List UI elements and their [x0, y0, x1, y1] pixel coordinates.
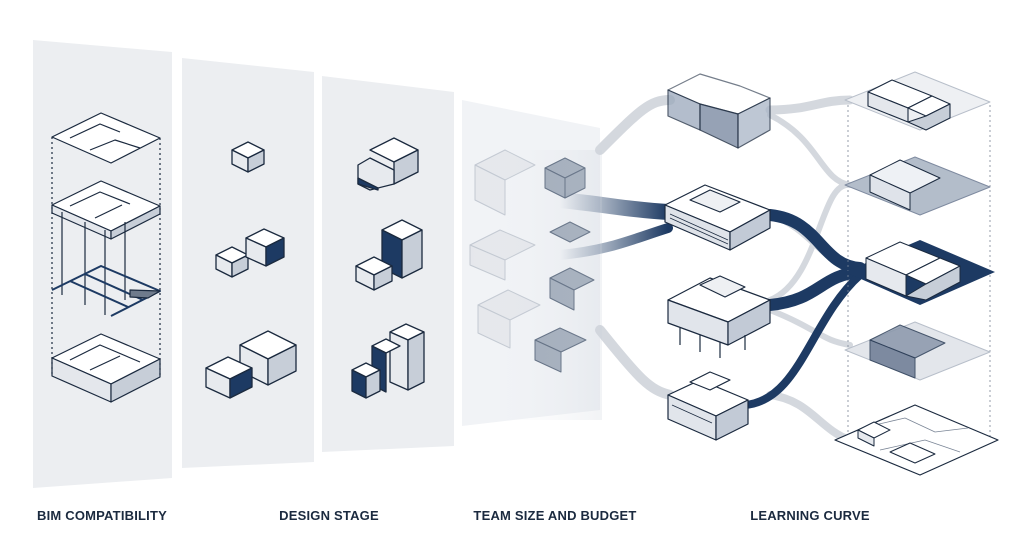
outcome-massing: [844, 71, 991, 131]
label-learning-curve: LEARNING CURVE: [750, 508, 870, 523]
building-glass-cluster: [667, 73, 771, 149]
label-team-size-budget: TEAM SIZE AND BUDGET: [473, 508, 637, 523]
bim-exploded-model: [51, 112, 161, 403]
label-bim-compatibility: BIM COMPATIBILITY: [36, 508, 168, 523]
design-massing-developed: [351, 137, 425, 399]
grey-flow-ribbons: [595, 95, 855, 444]
outcome-selected-building: [845, 240, 995, 305]
panel-bim: [33, 40, 172, 488]
outcome-tiles: [834, 71, 999, 476]
building-stepped-block: [667, 371, 749, 441]
outcome-glass-box: [844, 156, 991, 216]
label-design-stage: DESIGN STAGE: [279, 508, 379, 523]
team-massing-options: [462, 149, 602, 420]
outcome-ghost-massing: [844, 321, 991, 381]
design-massing-simple: [205, 141, 297, 399]
building-courtyard-block: [667, 275, 771, 358]
building-u-block: [664, 184, 771, 251]
outcome-site-plan: [834, 404, 999, 476]
